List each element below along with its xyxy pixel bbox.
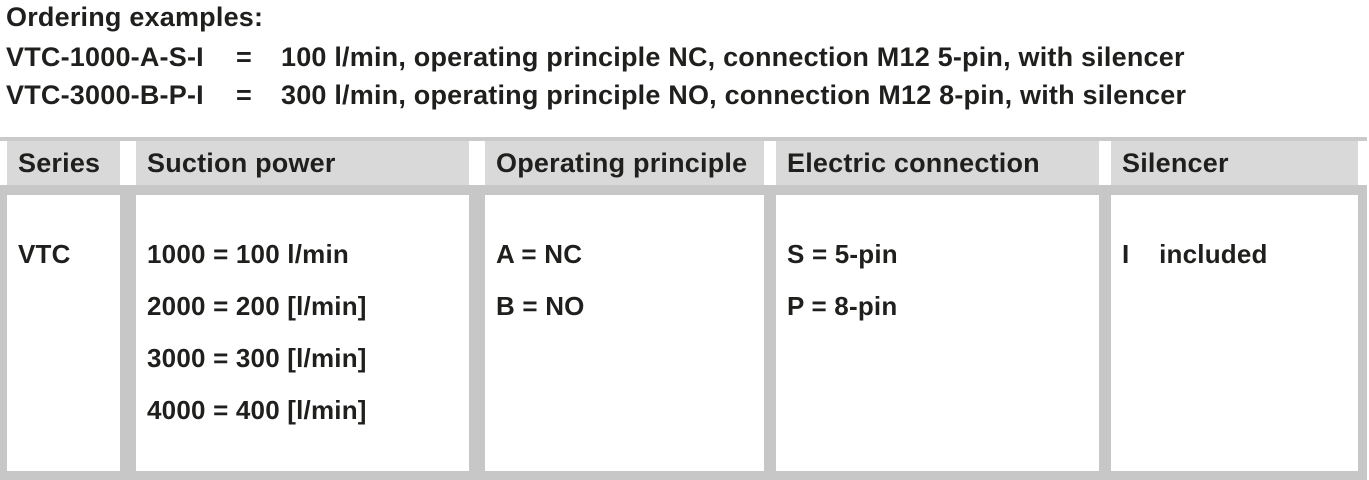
series-value: VTC (18, 239, 71, 269)
ordering-examples-block: Ordering examples: VTC-1000-A-S-I = 100 … (6, 1, 1362, 110)
equals-sign: = (236, 80, 252, 110)
table-divider-band (0, 185, 1367, 195)
suction-power-option: 3000 = 300 [l/min] (147, 343, 367, 373)
column-separator (764, 195, 776, 471)
header-separator (764, 141, 776, 185)
series-cell: VTC (7, 195, 120, 471)
silencer-cell: I included (1111, 195, 1358, 471)
example-code: VTC-3000-B-P-I (6, 80, 204, 110)
table-header-row: Series Suction power Operating principle… (0, 141, 1367, 185)
suction-power-option: 1000 = 100 l/min (147, 239, 349, 269)
equals-sign: = (236, 42, 252, 72)
operating-principle-option: B = NO (496, 291, 585, 321)
example-code: VTC-1000-A-S-I (6, 42, 204, 72)
operating-principle-cell: A = NC B = NO (485, 195, 764, 471)
table-top-stripe (0, 137, 1367, 141)
operating-principle-option: A = NC (496, 239, 583, 269)
body-left-edge (0, 195, 7, 471)
col-header-suction-power: Suction power (136, 141, 469, 185)
col-header-series: Series (7, 141, 120, 185)
table-bottom-band (0, 471, 1367, 480)
table-body-row: VTC 1000 = 100 l/min 2000 = 200 [l/min] … (0, 195, 1367, 471)
column-separator (469, 195, 485, 471)
electric-connection-option: S = 5-pin (787, 239, 898, 269)
electric-connection-cell: S = 5-pin P = 8-pin (776, 195, 1099, 471)
header-left-edge (0, 141, 7, 185)
header-right-edge (1358, 141, 1367, 185)
ordering-code-table: Series Suction power Operating principle… (0, 137, 1367, 480)
col-header-electric-connection: Electric connection (776, 141, 1099, 185)
suction-power-option: 4000 = 400 [l/min] (147, 395, 367, 425)
header-separator (1099, 141, 1111, 185)
body-right-edge (1358, 195, 1367, 471)
electric-connection-option: P = 8-pin (787, 291, 898, 321)
header-separator (120, 141, 136, 185)
col-header-silencer: Silencer (1111, 141, 1358, 185)
silencer-option: I included (1122, 239, 1268, 269)
example-description: 100 l/min, operating principle NC, conne… (281, 42, 1185, 72)
column-separator (1099, 195, 1111, 471)
ordering-examples-heading: Ordering examples: (6, 2, 264, 32)
ordering-example-line: VTC-1000-A-S-I = 100 l/min, operating pr… (6, 42, 1362, 72)
suction-power-option: 2000 = 200 [l/min] (147, 291, 367, 321)
suction-power-cell: 1000 = 100 l/min 2000 = 200 [l/min] 3000… (136, 195, 469, 471)
header-separator (469, 141, 485, 185)
example-description: 300 l/min, operating principle NO, conne… (281, 80, 1187, 110)
column-separator (120, 195, 136, 471)
col-header-operating-principle: Operating principle (485, 141, 764, 185)
ordering-example-line: VTC-3000-B-P-I = 300 l/min, operating pr… (6, 80, 1362, 110)
